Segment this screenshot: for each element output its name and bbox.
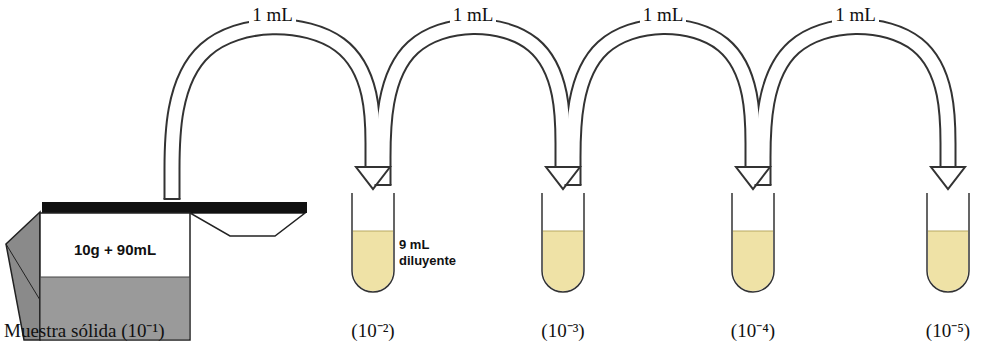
transfer-arrow-fill — [383, 27, 563, 185]
sample-bag: 10g + 90mLMuestra sólida (10⁻¹) — [40, 213, 190, 340]
bag-fold-line — [6, 244, 40, 300]
diluent-label: 9 mL diluyente — [399, 237, 469, 268]
arrow-tail — [565, 184, 582, 186]
bag-clip-bar — [42, 202, 307, 213]
dilution-label: (10⁻⁴) — [731, 317, 775, 343]
edge-label: 1 mL — [640, 4, 687, 26]
edge-label: 1 mL — [249, 4, 296, 26]
transfer-arrow-fill — [172, 27, 373, 199]
test-tube: 9 mL diluyente(10⁻²) — [351, 193, 395, 293]
transfer-arrows — [164, 27, 966, 199]
dilution-label: (10⁻³) — [541, 317, 584, 343]
tube-outline — [351, 193, 395, 293]
edge-label: 1 mL — [832, 4, 879, 26]
transfer-arrow — [172, 27, 373, 199]
dilution-label: Muestra sólida (10⁻¹) — [4, 317, 165, 343]
transfer-arrow-fill — [573, 27, 753, 185]
tube-outline — [731, 193, 775, 293]
transfer-arrow — [383, 27, 563, 185]
arrow-head — [931, 167, 965, 189]
arrow-tail — [164, 198, 181, 200]
test-tube: (10⁻³) — [541, 193, 585, 293]
tube-outline — [541, 193, 585, 293]
dilution-label: (10⁻⁵) — [926, 317, 970, 343]
dilution-label: (10⁻²) — [351, 317, 394, 343]
transfer-arrow-fill — [763, 27, 948, 185]
sample-quantity: 10g + 90mL — [74, 241, 156, 258]
test-tube: (10⁻⁵) — [926, 193, 970, 293]
tube-outline — [926, 193, 970, 293]
transfer-arrow — [763, 27, 948, 185]
arrow-tail — [755, 184, 772, 186]
arrow-tail — [375, 184, 392, 186]
transfer-arrow — [573, 27, 753, 185]
bag-clip-flap — [190, 213, 305, 236]
edge-label: 1 mL — [450, 4, 497, 26]
test-tube: (10⁻⁴) — [731, 193, 775, 293]
